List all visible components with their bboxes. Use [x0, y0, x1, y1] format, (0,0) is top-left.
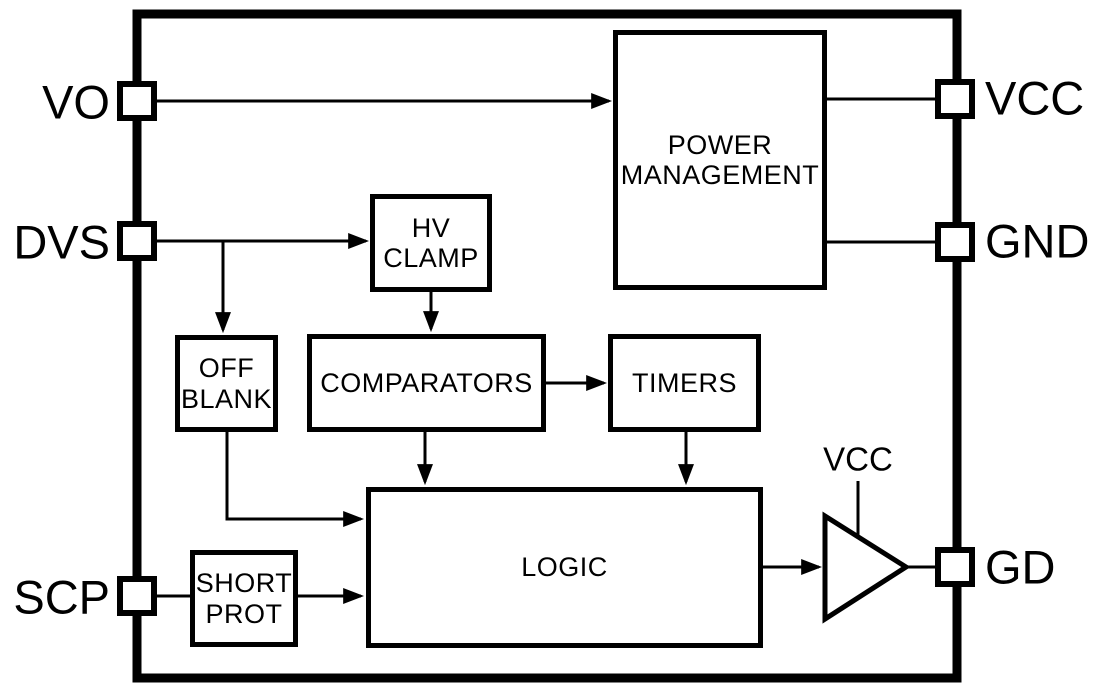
gate-driver-triangle [822, 511, 911, 624]
block-off-blank: OFF BLANK [175, 335, 278, 432]
ic-outline [132, 9, 962, 683]
wire-off-blank-to-logic [225, 432, 365, 527]
pin-dvs-label: DVS [13, 215, 110, 269]
pin-gnd-label: GND [985, 214, 1090, 268]
pin-gnd [935, 222, 975, 262]
block-timers: TIMERS [608, 334, 761, 432]
pin-vcc-label: VCC [985, 71, 1085, 125]
pin-vo-label: VO [42, 75, 110, 129]
pin-gd [935, 547, 975, 587]
pin-scp-label: SCP [13, 570, 110, 624]
block-comparators: COMPARATORS [307, 334, 546, 432]
pin-vcc [935, 79, 975, 119]
pin-vo [117, 81, 157, 121]
block-hv-clamp: HV CLAMP [370, 194, 492, 292]
pin-gd-label: GD [985, 540, 1056, 594]
pin-scp [117, 576, 157, 616]
pin-dvs [117, 221, 157, 261]
block-short-prot: SHORT PROT [190, 550, 298, 647]
block-logic: LOGIC [366, 487, 763, 648]
gate-driver-vcc-label: VCC [823, 440, 893, 478]
block-power-management: POWER MANAGEMENT [613, 30, 827, 290]
